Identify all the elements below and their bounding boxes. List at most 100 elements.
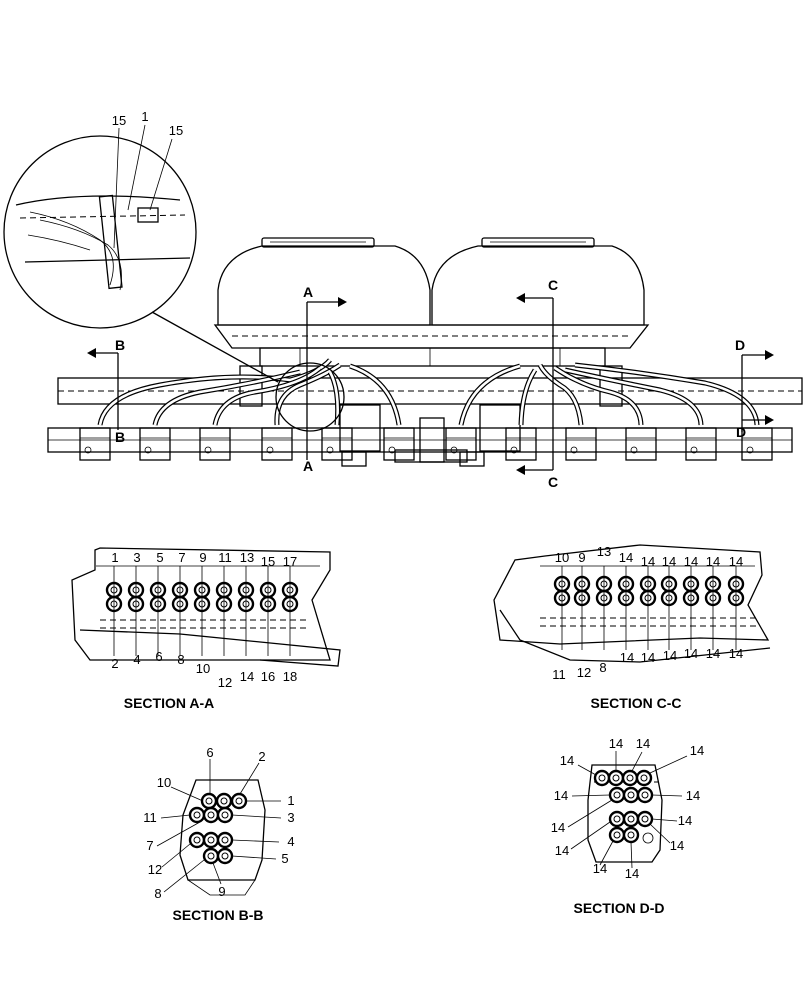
section-c-callout-14-t6: 14 [729, 554, 743, 569]
section-a-callout-15: 15 [261, 554, 275, 569]
section-a-callout-13: 13 [240, 550, 254, 565]
section-b-callout-7: 7 [146, 838, 153, 853]
section-b-callout-11: 11 [143, 810, 157, 825]
section-c-callout-14-b2: 14 [641, 650, 655, 665]
row-units [79, 427, 773, 461]
section-b-callout-12: 12 [148, 862, 162, 877]
section-a-callout-4: 4 [133, 652, 140, 667]
section-a-callout-3: 3 [133, 550, 140, 565]
section-c-callout-8: 8 [599, 660, 606, 675]
detail-callout-15-right: 15 [169, 123, 183, 138]
section-a-callout-10: 10 [196, 661, 210, 676]
section-b-callout-8: 8 [154, 886, 161, 901]
section-markers: A A C C B B D D [87, 277, 774, 490]
section-d-callout-14-h: 14 [678, 813, 692, 828]
section-d-callout-14-d: 14 [560, 753, 574, 768]
detail-callout-15-left: 15 [112, 113, 126, 128]
section-a-title: SECTION A-A [124, 695, 214, 711]
section-b-callout-4: 4 [287, 834, 294, 849]
section-b-callout-2: 2 [258, 749, 265, 764]
detail-view: 15 1 15 [3, 109, 279, 383]
hose-bundle [97, 358, 760, 426]
section-c-callout-14-t2: 14 [641, 554, 655, 569]
section-d-callout-14-c: 14 [690, 743, 704, 758]
section-c-callout-14-t1: 14 [619, 550, 633, 565]
section-d-ports [593, 769, 654, 844]
main-assembly [47, 237, 803, 467]
section-c-callout-14-b3: 14 [663, 648, 677, 663]
section-a-ports [105, 566, 299, 656]
section-c-callout-14-b1: 14 [620, 650, 634, 665]
section-marker-b-top: B [115, 337, 125, 353]
section-a-callout-2: 2 [111, 656, 118, 671]
section-d-callout-14-a: 14 [609, 736, 623, 751]
section-b-callout-6: 6 [206, 745, 213, 760]
section-d-leaders [567, 751, 688, 869]
section-d-title: SECTION D-D [574, 900, 665, 916]
section-c-callout-14-t4: 14 [684, 554, 698, 569]
section-d-callout-14-b: 14 [636, 736, 650, 751]
section-d-callout-14-l: 14 [625, 866, 639, 881]
section-c-callout-14-t3: 14 [662, 554, 676, 569]
section-b-callout-9: 9 [218, 884, 225, 899]
section-marker-d-top: D [735, 337, 745, 353]
section-c-callout-14-b6: 14 [729, 646, 743, 661]
detail-callout-1: 1 [141, 109, 148, 124]
section-c-view: 10 9 13 14 14 14 14 14 14 11 12 8 14 14 … [493, 544, 771, 711]
section-a-callout-18: 18 [283, 669, 297, 684]
section-b-callout-1: 1 [287, 793, 294, 808]
section-d-callout-14-f: 14 [686, 788, 700, 803]
section-d-callout-14-i: 14 [555, 843, 569, 858]
section-a-callout-9: 9 [199, 550, 206, 565]
section-marker-a-bottom: A [303, 458, 313, 474]
section-marker-d-bottom: D [736, 424, 746, 440]
section-a-view: 1 3 5 7 9 11 13 15 17 2 4 6 8 10 12 14 1… [71, 547, 341, 711]
detail-circle [3, 135, 197, 329]
section-marker-c-top: C [548, 277, 558, 293]
section-b-view: 6 2 10 1 11 3 7 4 12 5 8 9 SECTION B-B [143, 745, 294, 923]
section-c-callouts-top: 10 9 13 14 14 14 14 14 14 [555, 544, 743, 569]
section-d-callout-14-e: 14 [554, 788, 568, 803]
section-a-callout-16: 16 [261, 669, 275, 684]
section-c-callout-13: 13 [597, 544, 611, 559]
section-d-view: 14 14 14 14 14 14 14 14 14 14 14 14 SECT… [551, 736, 704, 916]
section-b-callout-10: 10 [157, 775, 171, 790]
section-b-ports [188, 792, 248, 865]
section-a-callout-8: 8 [177, 652, 184, 667]
section-a-callouts-top: 1 3 5 7 9 11 13 15 17 [111, 550, 297, 569]
section-marker-b-bottom: B [115, 429, 125, 445]
section-c-callout-12: 12 [577, 665, 591, 680]
section-d-callout-14-g: 14 [551, 820, 565, 835]
detail-reference-circle [275, 362, 345, 432]
tank-right [431, 237, 645, 326]
section-c-title: SECTION C-C [591, 695, 682, 711]
section-c-ports [553, 566, 745, 650]
section-a-callout-14: 14 [240, 669, 254, 684]
section-a-callouts-bottom: 2 4 6 8 10 12 14 16 18 [111, 649, 297, 690]
section-b-callout-5: 5 [281, 851, 288, 866]
section-a-callout-17: 17 [283, 554, 297, 569]
section-c-callout-14-t5: 14 [706, 554, 720, 569]
tank-left [217, 237, 431, 326]
section-d-callout-14-j: 14 [670, 838, 684, 853]
section-a-callout-5: 5 [156, 550, 163, 565]
section-c-callout-10: 10 [555, 550, 569, 565]
section-a-callout-6: 6 [155, 649, 162, 664]
section-a-callout-12: 12 [218, 675, 232, 690]
section-marker-a-top: A [303, 284, 313, 300]
section-c-callout-14-b4: 14 [684, 646, 698, 661]
section-b-title: SECTION B-B [173, 907, 264, 923]
section-a-callout-7: 7 [178, 550, 185, 565]
toolbar-frame [47, 365, 803, 467]
section-a-callout-1: 1 [111, 550, 118, 565]
section-c-callout-11: 11 [552, 667, 566, 682]
section-c-callout-14-b5: 14 [706, 646, 720, 661]
section-a-callout-11: 11 [218, 550, 232, 565]
section-c-callout-9: 9 [578, 550, 585, 565]
section-d-callout-14-k: 14 [593, 861, 607, 876]
section-c-callouts-bottom: 11 12 8 14 14 14 14 14 14 [552, 646, 743, 682]
section-b-callout-3: 3 [287, 810, 294, 825]
tank-frame [213, 324, 650, 367]
